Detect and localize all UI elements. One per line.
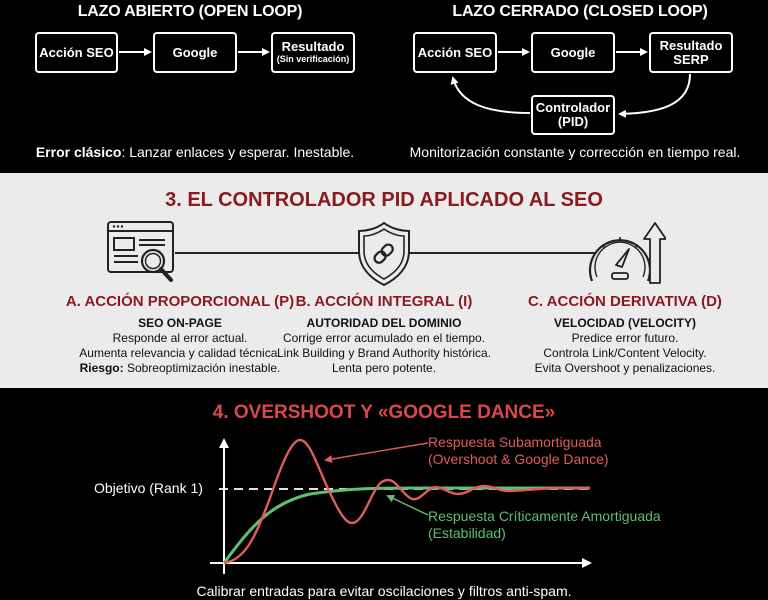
shield-link-icon	[358, 221, 410, 287]
open-loop-caption-bold: Error clásico	[35, 144, 122, 160]
closed-loop-action-label: Acción SEO	[417, 44, 493, 60]
derivative-line: Controla Link/Content Velocity.	[543, 346, 707, 360]
proportional-risk: Riesgo: Sobreoptimización inestable.	[55, 361, 305, 376]
critically-damped-legend: Respuesta Críticamente Amortiguada (Esta…	[428, 508, 661, 542]
integral-subheading: AUTORIDAD DEL DOMINIO	[306, 316, 462, 330]
pid-section-title: 3. EL CONTROLADOR PID APLICADO AL SEO	[165, 189, 603, 211]
critically-damped-legend-line2: (Estabilidad)	[428, 525, 506, 541]
pid-column-derivative: C. ACCIÓN DERIVATIVA (D) VELOCIDAD (VELO…	[500, 293, 750, 376]
underdamped-legend-line1: Respuesta Subamortiguada	[428, 434, 602, 450]
webpage-search-icon	[107, 221, 174, 282]
proportional-line: Responde al error actual.	[112, 331, 248, 345]
closed-loop-result-box: Resultado SERP	[649, 32, 733, 73]
closed-loop-google-label: Google	[550, 44, 596, 60]
integral-line: Link Building y Brand Authority históric…	[276, 346, 492, 360]
open-loop-action-box: Acción SEO	[35, 32, 118, 73]
open-loop-action-label: Acción SEO	[39, 44, 114, 60]
integral-line: Lenta pero potente.	[331, 361, 437, 375]
pid-controller-label: Controlador	[535, 100, 611, 115]
closed-loop-google-box: Google	[531, 32, 615, 73]
pid-column-integral: B. ACCIÓN INTEGRAL (I) AUTORIDAD DEL DOM…	[259, 293, 509, 376]
derivative-line: Evita Overshoot y penalizaciones.	[534, 361, 716, 375]
pid-controller-label2: (PID)	[557, 114, 589, 129]
risk-text: Sobreoptimización inestable.	[123, 361, 281, 375]
open-loop-google-label: Google	[172, 44, 218, 60]
underdamped-legend-line2: (Overshoot & Google Dance)	[428, 451, 609, 467]
open-loop-result-sublabel: (Sin verificación)	[276, 54, 350, 64]
open-loop-google-box: Google	[153, 32, 237, 73]
critically-damped-legend-line1: Respuesta Críticamente Amortiguada	[428, 508, 661, 524]
overshoot-section: 4. OVERSHOOT Y «GOOGLE DANCE» Objetivo (…	[0, 388, 768, 600]
open-loop-result-label: Resultado	[281, 39, 345, 54]
open-loop-title: LAZO ABIERTO (OPEN LOOP)	[77, 3, 303, 20]
closed-loop-result-label2: SERP	[673, 51, 709, 67]
closed-loop-action-box: Acción SEO	[413, 32, 497, 73]
derivative-heading: C. ACCIÓN DERIVATIVA (D)	[528, 293, 722, 310]
target-rank-label: Objetivo (Rank 1)	[94, 480, 203, 496]
closed-loop-caption: Monitorización constante y corrección en…	[409, 144, 741, 160]
overshoot-section-title: 4. OVERSHOOT Y «GOOGLE DANCE»	[212, 402, 556, 423]
overshoot-caption: Calibrar entradas para evitar oscilacion…	[196, 583, 572, 599]
integral-heading: B. ACCIÓN INTEGRAL (I)	[295, 293, 473, 310]
risk-label: Riesgo:	[79, 361, 124, 375]
pid-section: 3. EL CONTROLADOR PID APLICADO AL SEO	[0, 173, 768, 388]
proportional-subheading: SEO ON-PAGE	[138, 316, 222, 330]
open-loop-caption: Error clásico: Lanzar enlaces y esperar.…	[30, 144, 360, 160]
speedometer-arrow-icon	[588, 222, 666, 284]
integral-line: Corrige error acumulado en el tiempo.	[282, 331, 486, 345]
derivative-line: Predice error futuro.	[571, 331, 679, 345]
proportional-line: Aumenta relevancia y calidad técnica.	[79, 346, 281, 360]
proportional-heading: A. ACCIÓN PROPORCIONAL (P)	[65, 293, 295, 310]
pid-column-proportional: A. ACCIÓN PROPORCIONAL (P) SEO ON-PAGE R…	[55, 293, 305, 376]
underdamped-legend: Respuesta Subamortiguada (Overshoot & Go…	[428, 434, 609, 468]
derivative-subheading: VELOCIDAD (VELOCITY)	[553, 316, 696, 330]
pid-controller-box: Controlador (PID)	[531, 95, 615, 135]
loop-comparison-section: LAZO ABIERTO (OPEN LOOP) Acción SEO Goog…	[0, 0, 768, 173]
closed-loop-result-label: Resultado	[659, 37, 723, 53]
closed-loop-title: LAZO CERRADO (CLOSED LOOP)	[452, 3, 708, 20]
open-loop-caption-text: : Lanzar enlaces y esperar. Inestable.	[121, 144, 355, 160]
open-loop-result-box: Resultado (Sin verificación)	[271, 32, 355, 73]
